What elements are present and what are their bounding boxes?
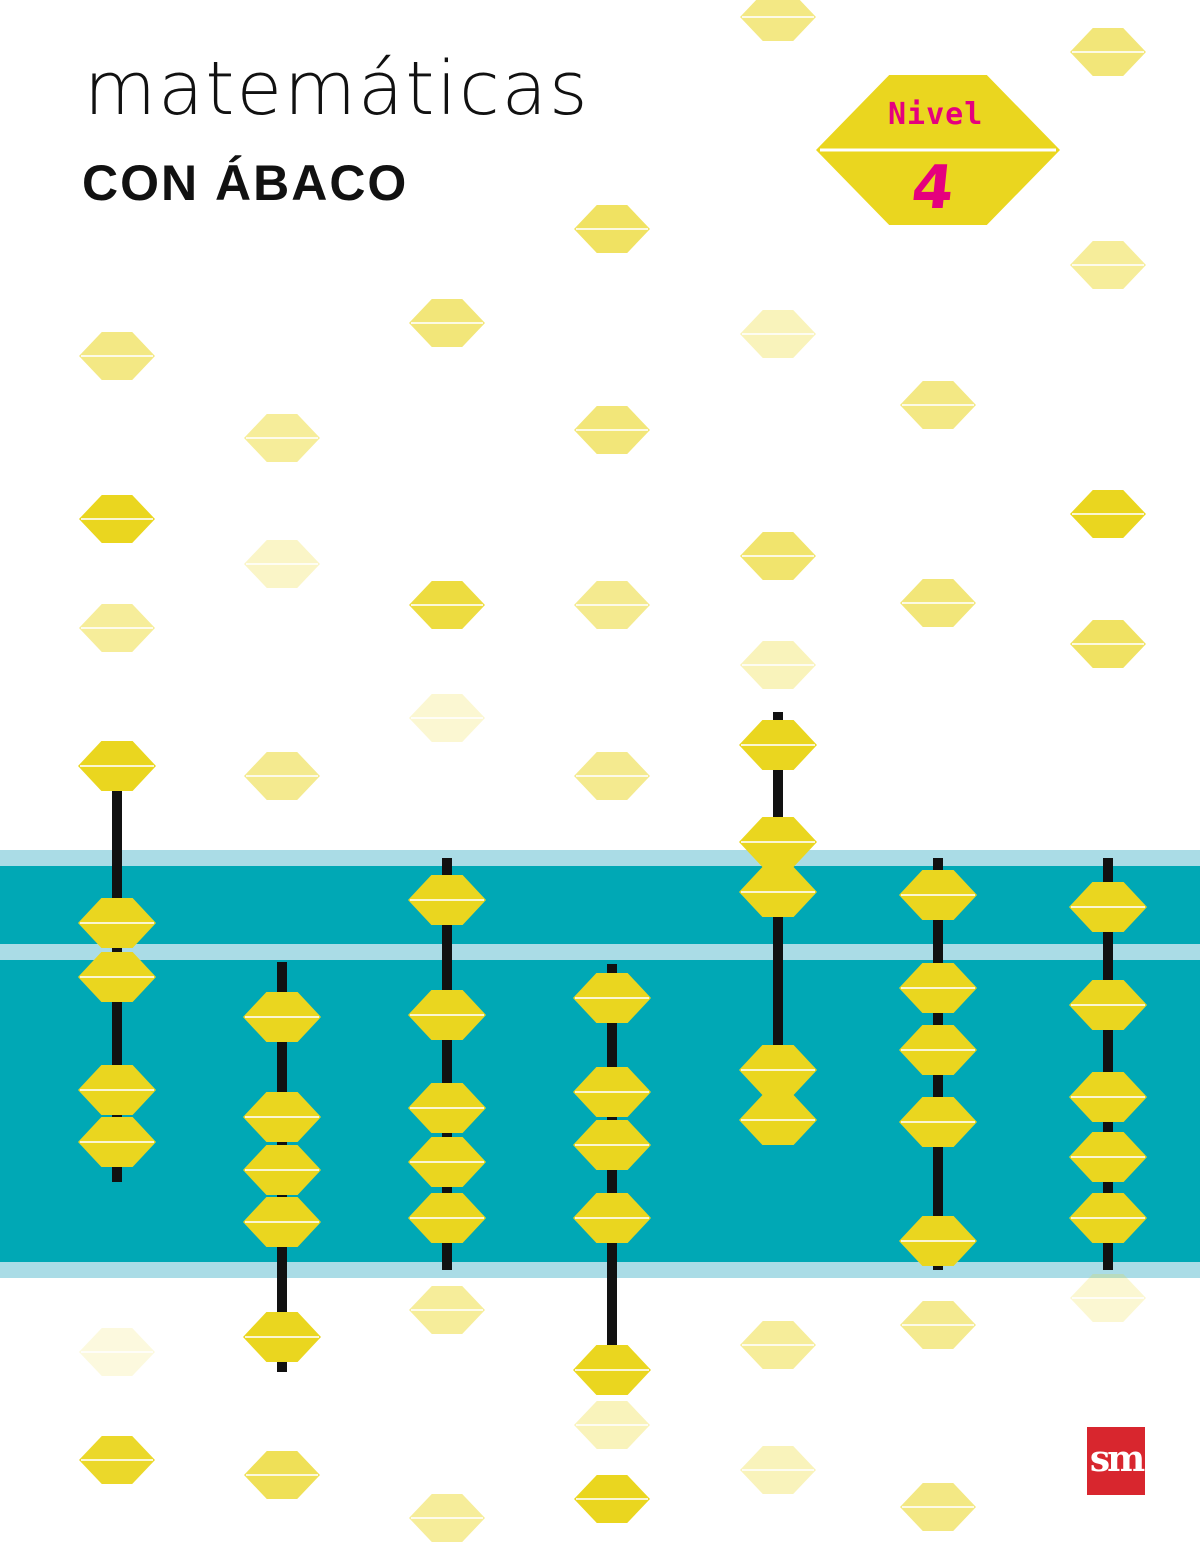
decorative-bead [574, 1475, 650, 1523]
decorative-bead [900, 381, 976, 429]
decorative-bead [244, 1451, 320, 1499]
abacus-bead [899, 1216, 977, 1266]
abacus-bead [1069, 980, 1147, 1030]
decorative-bead [574, 205, 650, 253]
decorative-bead [740, 532, 816, 580]
abacus-bead [899, 963, 977, 1013]
decorative-bead [409, 299, 485, 347]
abacus-bead [78, 952, 156, 1002]
decorative-bead [1070, 490, 1146, 538]
abacus-bead [243, 1092, 321, 1142]
decorative-bead [1070, 1274, 1146, 1322]
decorative-bead [409, 694, 485, 742]
abacus-bead [243, 1197, 321, 1247]
decorative-bead [79, 1328, 155, 1376]
decorative-bead [409, 581, 485, 629]
decorative-bead [79, 1436, 155, 1484]
book-title: matemáticas [84, 46, 590, 132]
abacus-bead [1069, 1072, 1147, 1122]
decorative-bead [574, 581, 650, 629]
decorative-bead [79, 495, 155, 543]
decorative-bead [900, 579, 976, 627]
abacus-bead [573, 1067, 651, 1117]
decorative-bead [1070, 620, 1146, 668]
level-number: 4 [908, 153, 958, 223]
decorative-bead [244, 752, 320, 800]
decorative-bead [574, 1401, 650, 1449]
decorative-bead [1070, 28, 1146, 76]
abacus-bead [243, 1312, 321, 1362]
abacus-bead [78, 1117, 156, 1167]
decorative-bead [244, 414, 320, 462]
abacus-beads [78, 720, 1147, 1395]
abacus-bead [739, 1095, 817, 1145]
decorative-bead [409, 1494, 485, 1542]
abacus-bead [573, 1120, 651, 1170]
abacus-bead [78, 898, 156, 948]
publisher-logo-text: sm [1089, 1438, 1145, 1480]
level-badge-shape [816, 75, 1060, 225]
decorative-bead [1070, 241, 1146, 289]
abacus-bead [899, 1025, 977, 1075]
abacus-bead [78, 741, 156, 791]
decorative-bead [740, 641, 816, 689]
abacus-bead [573, 1345, 651, 1395]
decorative-bead [900, 1301, 976, 1349]
abacus-bead [899, 870, 977, 920]
abacus-bead [408, 875, 486, 925]
abacus-bead [573, 973, 651, 1023]
decorative-bead [79, 332, 155, 380]
abacus-bead [243, 1145, 321, 1195]
publisher-logo: sm [1087, 1427, 1145, 1495]
abacus-bead [1069, 1193, 1147, 1243]
abacus-bead [243, 992, 321, 1042]
teal-band [0, 850, 1200, 1278]
decorative-beads [79, 0, 1146, 1542]
decorative-bead [740, 310, 816, 358]
abacus-bead [739, 1045, 817, 1095]
abacus-bead [573, 1193, 651, 1243]
abacus-bead [739, 720, 817, 770]
decorative-bead [409, 1286, 485, 1334]
decorative-bead [574, 752, 650, 800]
level-label: Nivel [888, 97, 984, 132]
abacus-bead [408, 990, 486, 1040]
decorative-bead [79, 604, 155, 652]
abacus-bead [1069, 882, 1147, 932]
abacus-bead [408, 1083, 486, 1133]
book-subtitle: CON ÁBACO [82, 155, 409, 211]
abacus-bead [739, 817, 817, 867]
decorative-bead [740, 0, 816, 41]
decorative-bead [900, 1483, 976, 1531]
abacus-bead [899, 1097, 977, 1147]
abacus-bead [78, 1065, 156, 1115]
decorative-bead [574, 406, 650, 454]
decorative-bead [244, 540, 320, 588]
decorative-bead [740, 1446, 816, 1494]
abacus-bead [1069, 1132, 1147, 1182]
abacus-bead [408, 1193, 486, 1243]
abacus-bead [739, 867, 817, 917]
decorative-bead [740, 1321, 816, 1369]
abacus-bead [408, 1137, 486, 1187]
